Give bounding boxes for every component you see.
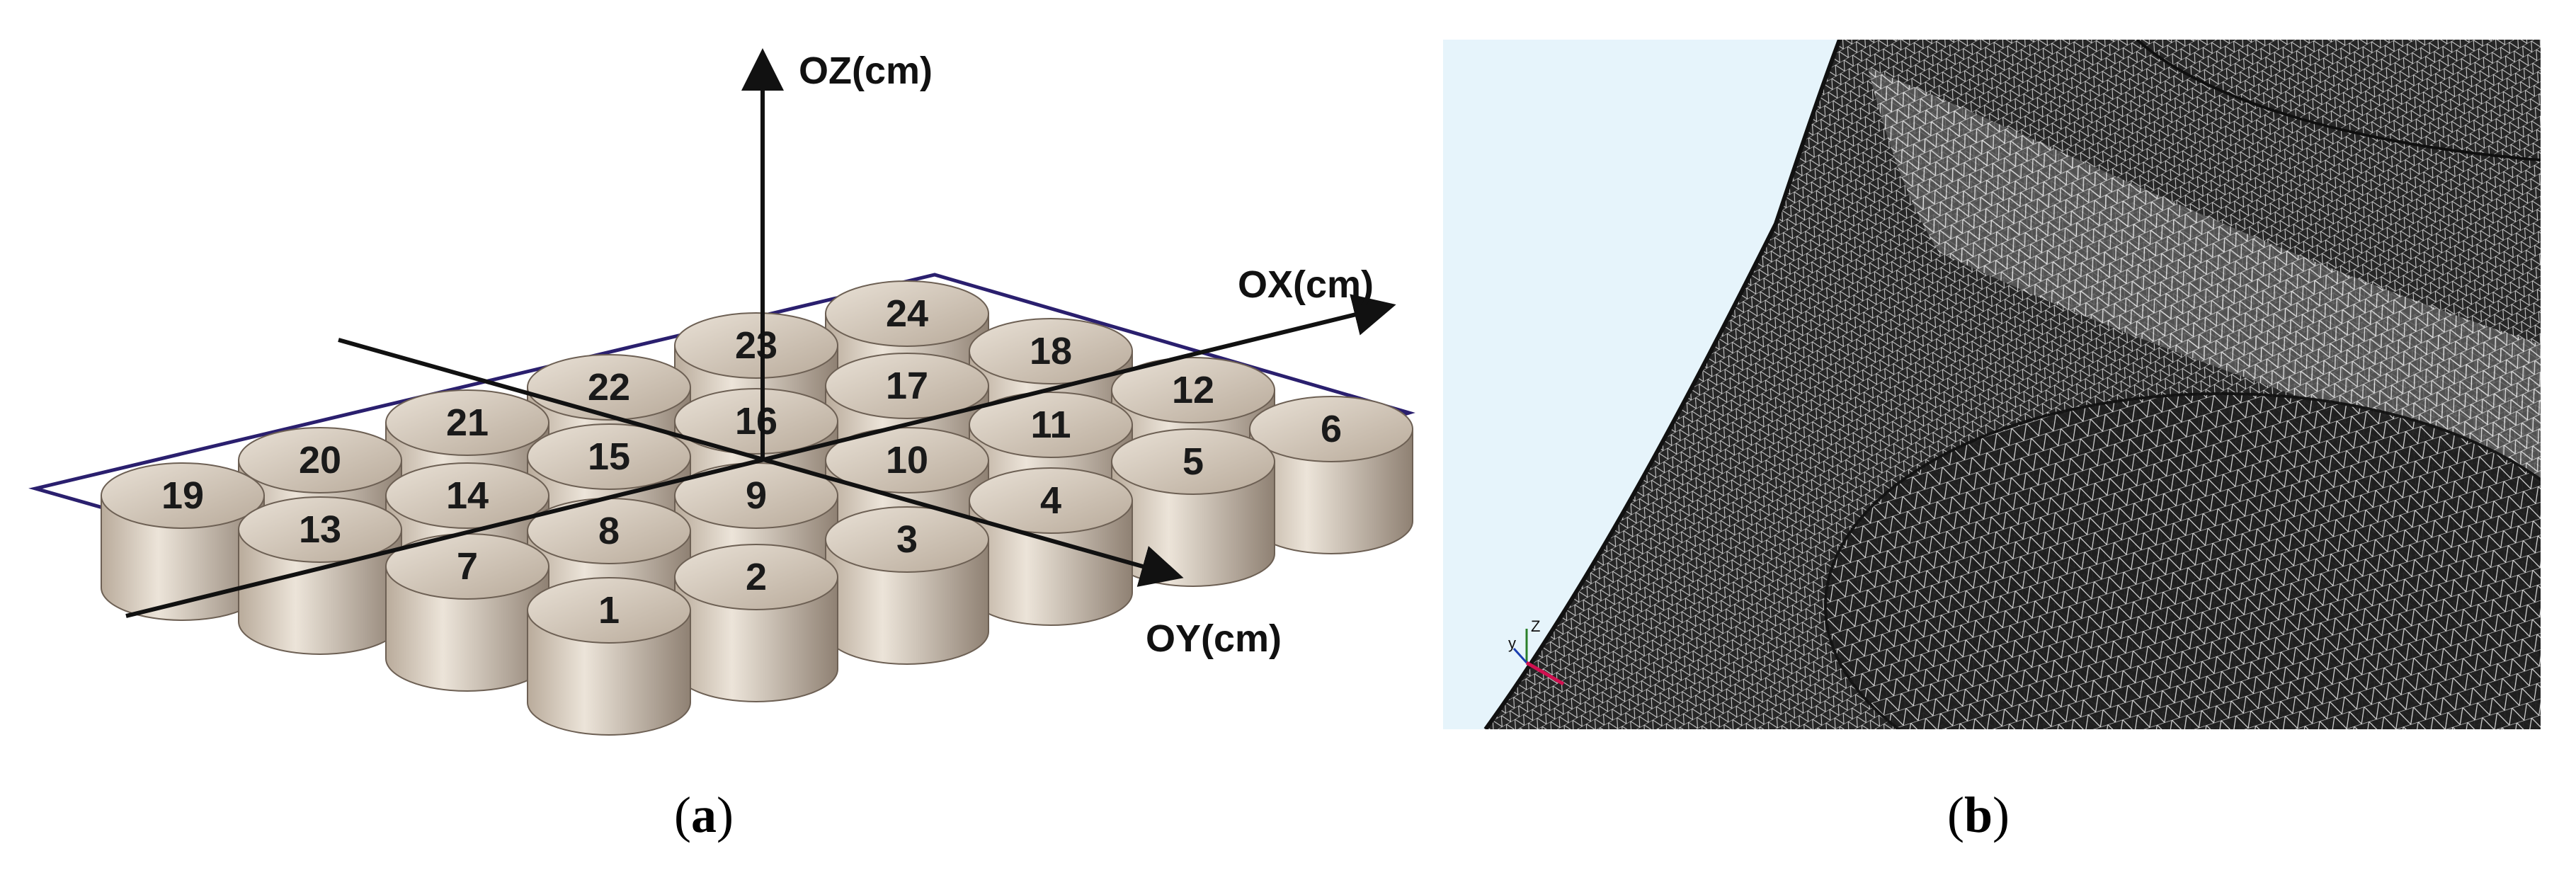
ox-axis — [125, 294, 1396, 618]
oy-axis-label: OY(cm) — [1146, 617, 1282, 660]
cylinder-label: 1 — [598, 589, 620, 632]
cylinder-label: 18 — [1030, 330, 1072, 372]
cylinder-top — [969, 392, 1133, 458]
oz-axis-label: OZ(cm) — [799, 50, 933, 92]
cylinder-top — [825, 427, 989, 493]
cylinder-top — [527, 423, 691, 490]
cylinder-label: 2 — [746, 556, 767, 598]
panel-b-mesh-render: Z y — [1443, 40, 2541, 729]
cylinder-label: 23 — [735, 324, 777, 367]
cylinder-label: 10 — [886, 439, 928, 481]
cylinder-side — [527, 610, 691, 736]
cylinder-label: 7 — [457, 545, 478, 588]
cylinder-top — [385, 462, 549, 529]
cylinder-label: 17 — [886, 365, 928, 407]
caption-a: (a) — [674, 787, 734, 843]
triad-z-label: Z — [1531, 617, 1540, 635]
caption-b: (b) — [1947, 787, 2010, 843]
cylinder-label: 19 — [161, 474, 204, 517]
cylinder-13: 13 — [238, 496, 402, 655]
cylinder-top — [969, 467, 1133, 534]
cylinder-label: 13 — [299, 508, 341, 551]
cylinder-top — [825, 353, 989, 419]
cylinder-top — [674, 388, 838, 455]
cylinder-1: 1 — [527, 577, 691, 736]
cylinder-top — [1111, 428, 1275, 495]
cylinder-top — [1249, 396, 1413, 462]
cylinder-top — [238, 427, 402, 493]
cylinder-label: 5 — [1182, 440, 1204, 483]
cylinder-label: 3 — [896, 518, 918, 561]
cylinder-3: 3 — [825, 506, 989, 665]
cylinder-label: 22 — [588, 366, 630, 409]
oy-axis — [338, 338, 1184, 587]
cylinder-top — [1111, 357, 1275, 423]
ox-axis-label: OX(cm) — [1238, 263, 1374, 306]
cylinder-label: 21 — [446, 401, 489, 444]
cylinder-top — [101, 462, 265, 529]
cylinder-top — [238, 496, 402, 563]
cylinder-top — [674, 544, 838, 610]
cylinder-label: 4 — [1040, 479, 1061, 522]
cylinder-top — [527, 577, 691, 644]
cylinder-label: 24 — [886, 292, 928, 335]
triad-y-label: y — [1508, 634, 1516, 652]
mesh-highlight-band — [1868, 68, 2541, 479]
cylinder-label: 6 — [1321, 408, 1342, 450]
cylinder-4: 4 — [969, 467, 1133, 626]
mesh-circular-region — [1824, 392, 2541, 729]
cylinder-label: 16 — [735, 400, 777, 443]
cylinder-top — [674, 312, 838, 379]
mesh-edge — [1483, 40, 1842, 729]
cylinder-2: 2 — [674, 544, 838, 702]
cylinder-top — [969, 318, 1133, 384]
cylinder-label: 15 — [588, 435, 630, 478]
mesh-upper-arc — [2136, 40, 2541, 161]
cylinder-7: 7 — [385, 533, 549, 692]
cylinder-top — [385, 389, 549, 456]
cylinder-label: 11 — [1030, 404, 1071, 446]
cylinder-label: 12 — [1172, 369, 1214, 411]
cylinder-6: 6 — [1249, 396, 1413, 554]
cylinder-label: 9 — [746, 474, 767, 517]
cylinder-label: 14 — [446, 474, 489, 517]
cylinder-top — [825, 506, 989, 573]
coordinate-triad-icon: Z y — [1508, 617, 1565, 686]
mesh-image: Z y — [1443, 40, 2541, 729]
cylinder-top — [825, 280, 989, 347]
cylinder-label: 8 — [598, 510, 620, 552]
cylinder-label: 20 — [299, 439, 341, 481]
